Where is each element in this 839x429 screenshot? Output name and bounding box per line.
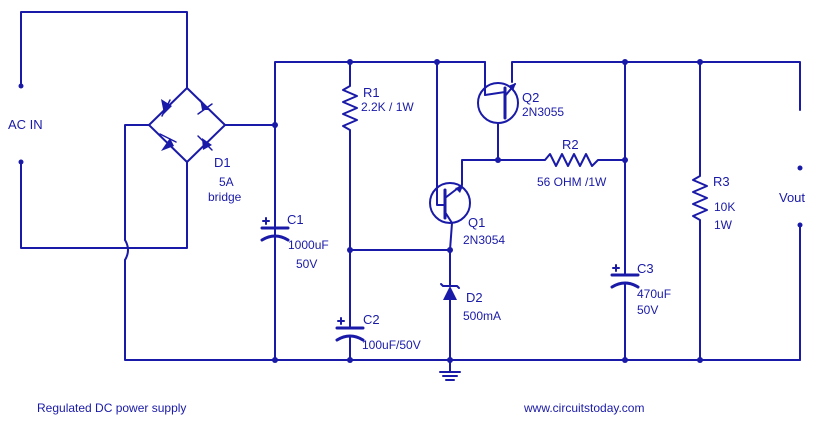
capacitor-c3 [610,61,640,361]
c2-value: 100uF/50V [362,338,421,352]
capacitor-c1 [260,217,290,242]
d2-value: 500mA [463,309,501,323]
zener-diode-d2 [440,247,460,361]
c3-voltage: 50V [637,303,658,317]
output-terminals [797,165,803,361]
r3-value: 10K [714,200,735,214]
ac-input-wires [18,11,188,249]
d2-ref: D2 [466,290,483,305]
c3-value: 470uF [637,287,671,301]
q1-part: 2N3054 [463,233,505,247]
bridge-output-wires [124,124,801,361]
q2-part: 2N3055 [522,105,564,119]
r1-value: 2.2K / 1W [361,100,414,114]
q1-ref: Q1 [468,215,485,230]
resistor-r3 [692,61,708,361]
ground-symbol [439,359,461,381]
ac-in-label: AC IN [8,117,43,132]
c1-ref: C1 [287,212,304,227]
resistor-r2 [497,153,628,167]
diagram-caption: Regulated DC power supply [37,401,186,415]
r3-power: 1W [714,218,733,232]
r2-value: 56 OHM /1W [537,175,607,189]
c2-ref: C2 [363,312,380,327]
r2-ref: R2 [562,137,579,152]
capacitor-c2 [335,317,365,361]
d1-ref: D1 [214,155,231,170]
r3-ref: R3 [713,174,730,189]
bridge-rectifier-d1 [148,87,226,163]
r1-ref: R1 [363,85,380,100]
transistor-q1 [429,61,501,286]
resistor-r1 [342,61,451,329]
vout-label: Vout [779,190,805,205]
c1-voltage: 50V [296,257,317,271]
d1-type: bridge [208,190,242,204]
q2-ref: Q2 [522,90,539,105]
transistor-q2 [477,61,519,161]
d1-rating: 5A [219,175,234,189]
c1-value: 1000uF [288,238,329,252]
website-label: www.circuitstoday.com [523,401,644,415]
c3-ref: C3 [637,261,654,276]
